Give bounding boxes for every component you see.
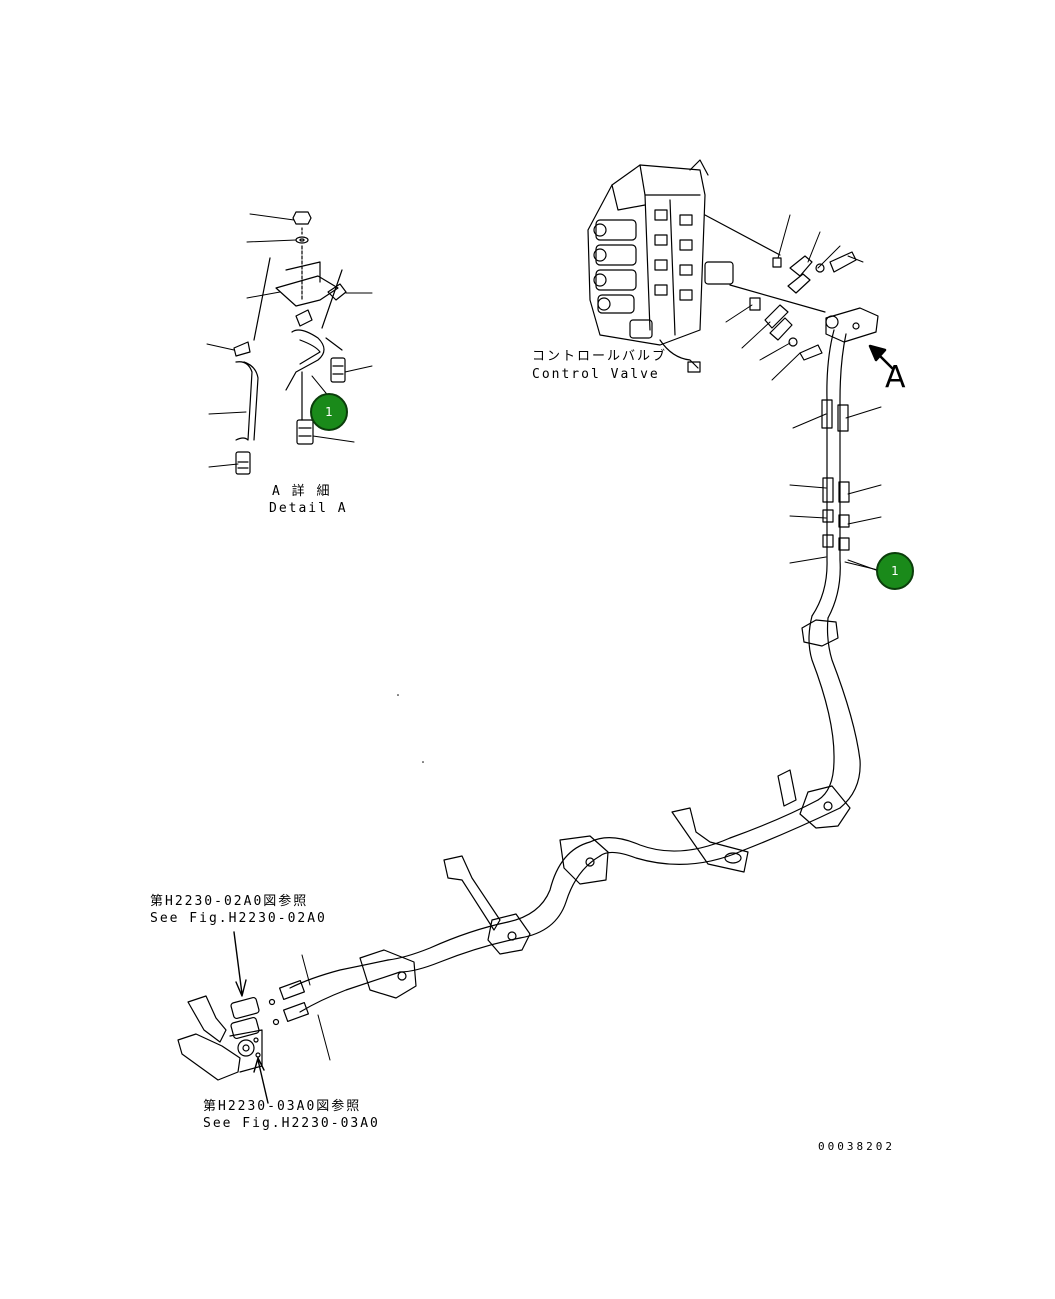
detail-a-label-jp: A 詳 細 [272,484,332,499]
control-valve-label-en: Control Valve [532,367,660,382]
ref-arrow-bottom-icon [253,1057,269,1104]
callout-part-1-detail[interactable]: 1 [310,393,348,431]
ref-top-label-en: See Fig.H2230-02A0 [150,911,327,926]
callout-leader-main [847,559,877,571]
ref-top-label-jp: 第H2230-02A0図参照 [150,894,309,909]
pilot-block [825,307,879,343]
hose-pair [268,329,861,1026]
ref-bottom-label-jp: 第H2230-03A0図参照 [203,1099,362,1114]
callout-part-1-main[interactable]: 1 [876,552,914,590]
ref-arrow-top-icon [233,931,247,997]
ref-bottom-label-en: See Fig.H2230-03A0 [203,1116,380,1131]
control-valve-block [587,159,734,373]
drawing-number: 00038202 [818,1140,895,1153]
hose-leader-lines [301,406,882,1061]
detail-a-label-en: Detail A [269,501,348,516]
detail-a-assembly [233,211,347,475]
view-arrow-icon [868,344,894,370]
lower-valve-assembly [177,995,263,1081]
fitting-leader-lines [725,214,864,381]
view-letter-a: A [885,360,906,395]
flange-fittings [749,251,857,361]
detail-a-leader-lines [206,213,373,468]
control-valve-label-jp: コントロールバルブ [532,349,668,364]
